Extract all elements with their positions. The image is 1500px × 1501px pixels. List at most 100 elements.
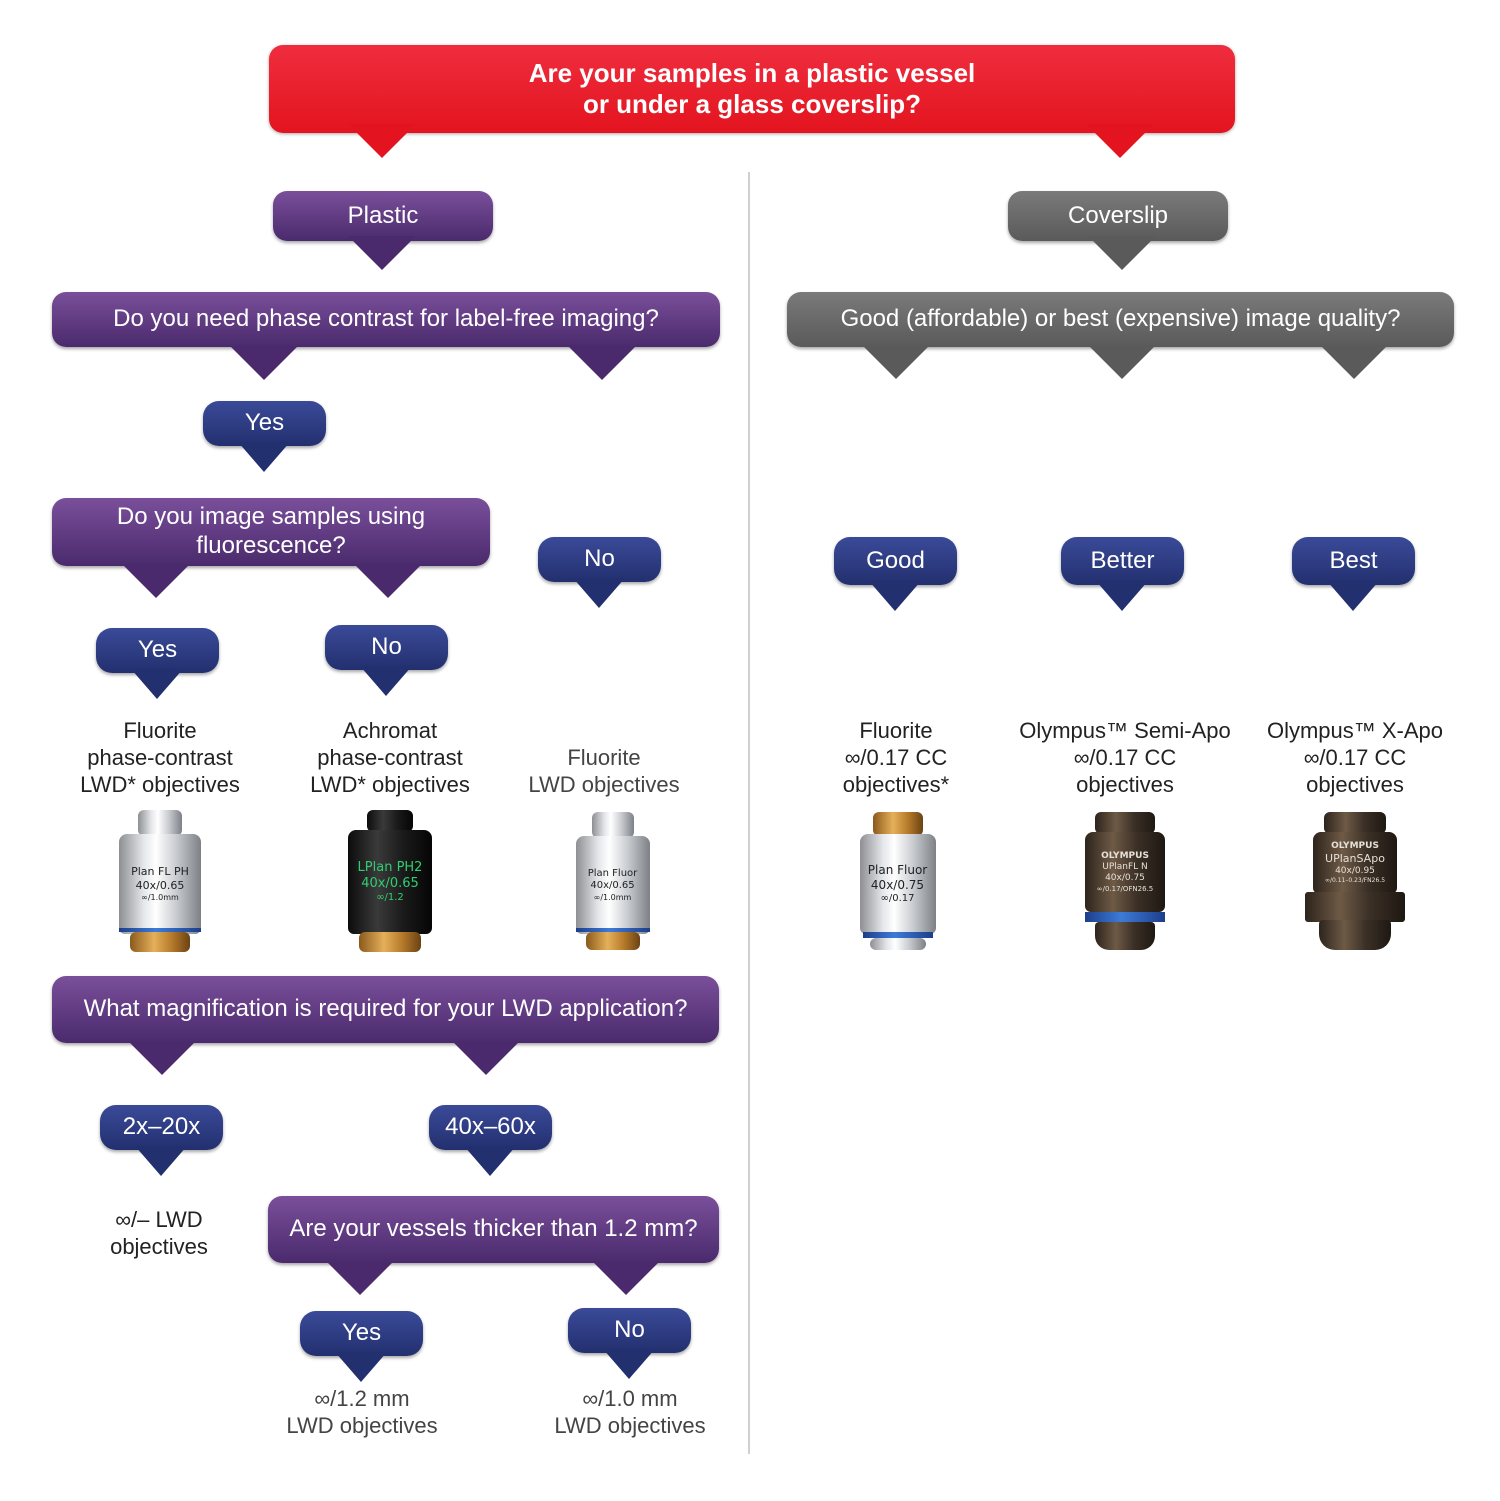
thickness-question: Are your vessels thicker than 1.2 mm? (289, 1215, 698, 1243)
good-label: Good (866, 546, 925, 574)
result-fluorite-cc: Fluorite ∞/0.17 CC objectives* (801, 718, 991, 798)
thick-yes-label: Yes (341, 1319, 382, 1347)
thick-no-box: No (568, 1308, 691, 1353)
lens-text: OLYMPUS (1331, 841, 1379, 852)
lens-text: UPlanFL N (1102, 862, 1148, 872)
result-line: ∞/1.2 mm (314, 1386, 410, 1411)
result-1-2mm-lwd: ∞/1.2 mm LWD objectives (257, 1386, 467, 1440)
good-box: Good (834, 537, 957, 585)
top-arrow-coverslip (1086, 124, 1154, 158)
best-box: Best (1292, 537, 1415, 585)
phase-yes-pointer (238, 442, 290, 472)
better-pointer (1096, 581, 1148, 611)
fluor-no-label: No (371, 633, 402, 661)
lens-text: 40x/0.95 (1335, 866, 1375, 877)
result-line: ∞/0.17 CC (1303, 744, 1407, 770)
mag-low-arrow (128, 1041, 196, 1075)
result-x-apo: Olympus™ X-Apo ∞/0.17 CC objectives (1245, 718, 1465, 798)
lens-text: 40x/0.75 (870, 877, 925, 892)
good-arrow (862, 345, 930, 379)
good-pointer (869, 581, 921, 611)
lens-text: ∞/1.0mm (141, 892, 179, 902)
best-pointer (1327, 581, 1379, 611)
phase-no-label: No (584, 545, 615, 573)
mag-high-label: 40x–60x (445, 1113, 536, 1141)
fluor-no-pointer (360, 666, 412, 696)
lens-text: Plan FL PH (131, 865, 189, 879)
lens-text: ∞/0.17 (880, 892, 915, 904)
mag-low-box: 2x–20x (100, 1105, 223, 1150)
plastic-label: Plastic (347, 201, 419, 229)
best-arrow (1320, 345, 1388, 379)
top-question-line1: Are your samples in a plastic vessel (528, 57, 976, 88)
mag-low-label: 2x–20x (122, 1113, 201, 1141)
fluor-yes-box: Yes (96, 628, 219, 673)
phase-question-box: Do you need phase contrast for label-fre… (52, 292, 720, 347)
phase-yes-arrow (230, 346, 298, 380)
best-label: Best (1329, 546, 1378, 574)
result-line: ∞/1.0 mm (582, 1386, 678, 1411)
plastic-label-box: Plastic (273, 191, 493, 241)
phase-yes-box: Yes (203, 401, 326, 446)
result-line: ∞/– LWD (115, 1207, 203, 1232)
lens-text: Plan Fluor (587, 867, 638, 879)
coverslip-label: Coverslip (1067, 201, 1169, 229)
quality-question: Good (affordable) or best (expensive) im… (840, 305, 1401, 333)
lens-text: 40x/0.65 (361, 875, 419, 891)
result-line: Olympus™ X-Apo (1266, 718, 1444, 743)
result-line: phase-contrast (87, 744, 233, 770)
objective-lens-uplanfl-n: OLYMPUS UPlanFL N 40x/0.75 ∞/0.17/OFN26.… (1075, 812, 1175, 952)
objective-lens-plan-fl-ph: Plan FL PH 40x/0.65 ∞/1.0mm (110, 810, 210, 952)
better-box: Better (1061, 537, 1184, 585)
phase-no-box: No (538, 537, 661, 582)
lens-text: ∞/1.2 (376, 892, 404, 903)
fluor-question-box: Do you image samples using fluorescence? (52, 498, 490, 566)
fluor-yes-arrow (122, 564, 190, 598)
lens-text: Plan Fluor (867, 862, 928, 877)
objective-lens-lplan-ph2: LPlan PH2 40x/0.65 ∞/1.2 (340, 810, 440, 952)
result-line: Achromat (342, 718, 438, 743)
magnification-question: What magnification is required for your … (83, 995, 688, 1023)
result-line: LWD objectives (528, 771, 680, 797)
thickness-question-box: Are your vessels thicker than 1.2 mm? (268, 1196, 719, 1263)
result-line: objectives (1306, 771, 1404, 797)
result-line: Fluorite (859, 718, 933, 743)
result-1-0mm-lwd: ∞/1.0 mm LWD objectives (525, 1386, 735, 1440)
thick-no-arrow (592, 1261, 660, 1295)
objective-lens-plan-fluor-cc: Plan Fluor 40x/0.75 ∞/0.17 (850, 812, 945, 952)
better-arrow (1088, 345, 1156, 379)
lens-text: ∞/1.0mm (593, 892, 632, 902)
lens-text: ∞/0.17/OFN26.5 (1096, 884, 1154, 893)
result-line: LWD objectives (554, 1412, 706, 1438)
mag-high-box: 40x–60x (429, 1105, 552, 1150)
top-arrow-plastic (348, 124, 416, 158)
phase-no-arrow (568, 346, 636, 380)
mag-low-pointer (135, 1146, 187, 1176)
result-line: Fluorite (567, 745, 641, 770)
result-fluorite-phase: Fluorite phase-contrast LWD* objectives (55, 718, 265, 798)
phase-no-pointer (573, 578, 625, 608)
quality-question-box: Good (affordable) or best (expensive) im… (787, 292, 1454, 347)
result-line: LWD* objectives (310, 771, 470, 797)
phase-yes-label: Yes (244, 409, 285, 437)
result-line: LWD* objectives (80, 771, 240, 797)
result-infinity-lwd: ∞/– LWD objectives (69, 1207, 249, 1261)
lens-text: 40x/0.65 (590, 880, 635, 891)
coverslip-label-box: Coverslip (1008, 191, 1228, 241)
phase-question: Do you need phase contrast for label-fre… (113, 305, 659, 333)
thick-yes-pointer (335, 1352, 387, 1382)
magnification-question-box: What magnification is required for your … (52, 976, 719, 1043)
mag-high-arrow (452, 1041, 520, 1075)
top-question-box: Are your samples in a plastic vessel or … (269, 45, 1235, 133)
fluor-no-arrow (354, 564, 422, 598)
fluor-question-line2: fluorescence? (196, 532, 346, 559)
fluor-no-box: No (325, 625, 448, 670)
result-line: ∞/0.17 CC (844, 744, 948, 770)
result-fluorite-lwd: Fluorite LWD objectives (509, 745, 699, 799)
result-line: phase-contrast (317, 744, 463, 770)
lens-text: ∞/0.11–0.23/FN26.5 (1324, 877, 1386, 885)
better-label: Better (1090, 546, 1155, 574)
result-semi-apo: Olympus™ Semi-Apo ∞/0.17 CC objectives (1005, 718, 1245, 798)
fluor-question-line1: Do you image samples using (116, 503, 426, 531)
lens-text: OLYMPUS (1101, 850, 1149, 861)
